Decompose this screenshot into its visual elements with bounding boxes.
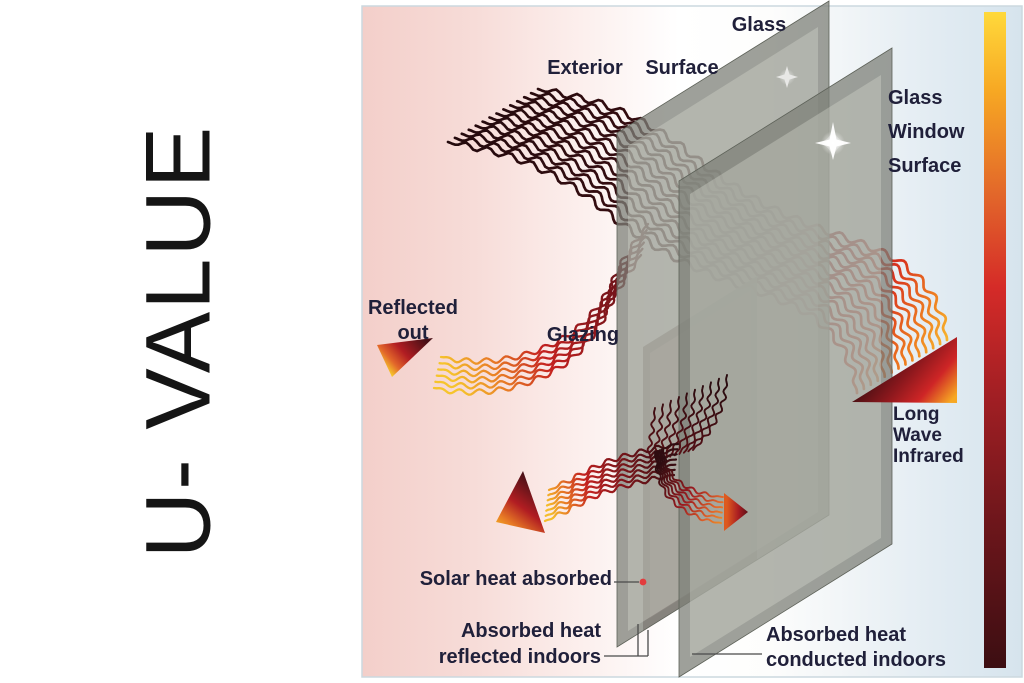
label-surface: Surface [645,57,718,79]
label-absorbed-conducted-line2: conducted indoors [766,649,946,671]
label-glazing: Glazing [547,324,619,346]
label-glass-window-surface-line1: Glass [888,87,942,109]
sparkle-icon [815,122,851,160]
solar-heat-marker-dot [639,578,647,586]
label-reflected-out-line1: Reflected [368,297,458,319]
label-reflected-out-line2: out [397,322,428,344]
label-long-wave-infrared-line1: Long [893,404,939,425]
reflected-indoors-callout-line [604,624,649,657]
label-glass-window-surface-line3: Surface [888,155,961,177]
label-long-wave-infrared-line2: Wave [893,425,942,446]
heat-scale-bar [984,12,1006,668]
label-absorbed-reflected-line1: Absorbed heat [461,620,601,642]
reflected-out-arrow [377,338,433,377]
label-glass-top: Glass [732,14,786,36]
heat-waves-absorbed [543,374,729,524]
label-absorbed-reflected-line2: reflected indoors [439,646,601,668]
long-wave-infrared-arrow [852,337,957,403]
label-solar-heat-absorbed: Solar heat absorbed [420,568,612,590]
label-absorbed-conducted-line1: Absorbed heat [766,624,906,646]
sparkle-small-icon [776,66,798,88]
reflected-indoors-arrow [496,471,545,533]
label-long-wave-infrared-line3: Infrared [893,446,964,467]
label-glass-window-surface-line2: Window [888,121,965,143]
label-exterior: Exterior [547,57,623,79]
conducted-indoors-arrow [724,493,748,531]
